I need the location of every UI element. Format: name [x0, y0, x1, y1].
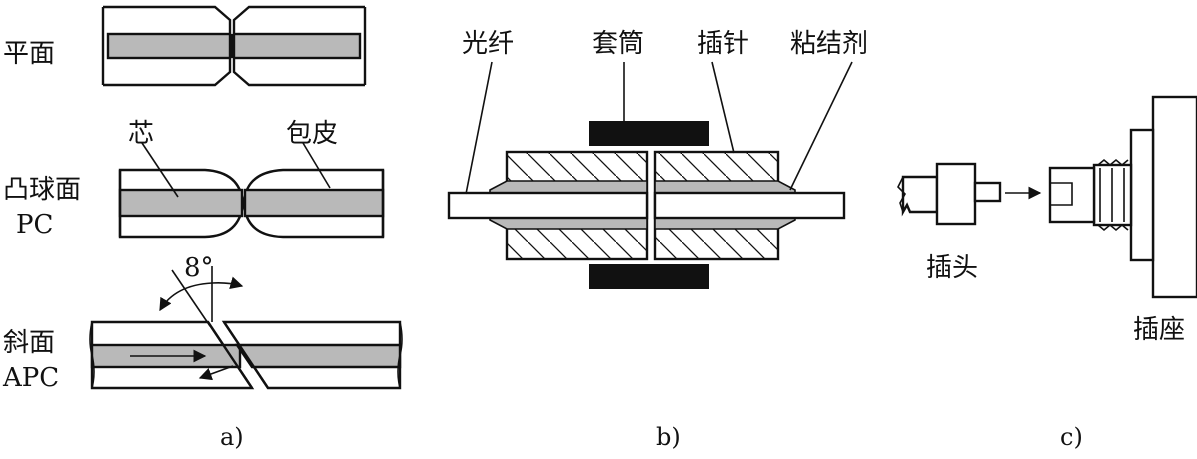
panel-a: 平面 芯 包皮 凸球面 PC: [2, 5, 403, 451]
pc-connector-drawing: [118, 142, 385, 239]
apc-label-cn: 斜面: [3, 328, 55, 358]
flat-connector-drawing: [101, 5, 367, 87]
plug-drawing: [897, 162, 1042, 226]
apc-connector-drawing: [89, 266, 403, 390]
apc-label-en: APC: [2, 363, 59, 393]
sleeve-label: 套筒: [592, 29, 644, 59]
sleeve-bottom: [589, 264, 709, 289]
caption-b: b): [656, 423, 681, 451]
fiber-right: [653, 191, 846, 220]
panel-c: [897, 95, 1197, 299]
adhesive-label: 粘结剂: [790, 29, 868, 59]
socket-drawing: [1048, 95, 1197, 299]
caption-a: a): [220, 423, 244, 451]
pc-label-en: PC: [16, 210, 53, 240]
flat-label: 平面: [3, 39, 55, 69]
plug-label: 插头: [926, 253, 978, 283]
ferrule-label: 插针: [697, 29, 749, 59]
fiber-left: [447, 191, 649, 220]
sleeve-top: [589, 121, 709, 146]
core-label: 芯: [128, 119, 154, 149]
cladding-label: 包皮: [286, 119, 338, 149]
socket-label: 插座: [1133, 315, 1185, 345]
fiber-label: 光纤: [462, 29, 514, 59]
caption-c: c): [1060, 423, 1083, 451]
panel-b: [447, 61, 853, 289]
angle-label: 8°: [184, 253, 214, 283]
pc-label-cn: 凸球面: [3, 175, 81, 205]
